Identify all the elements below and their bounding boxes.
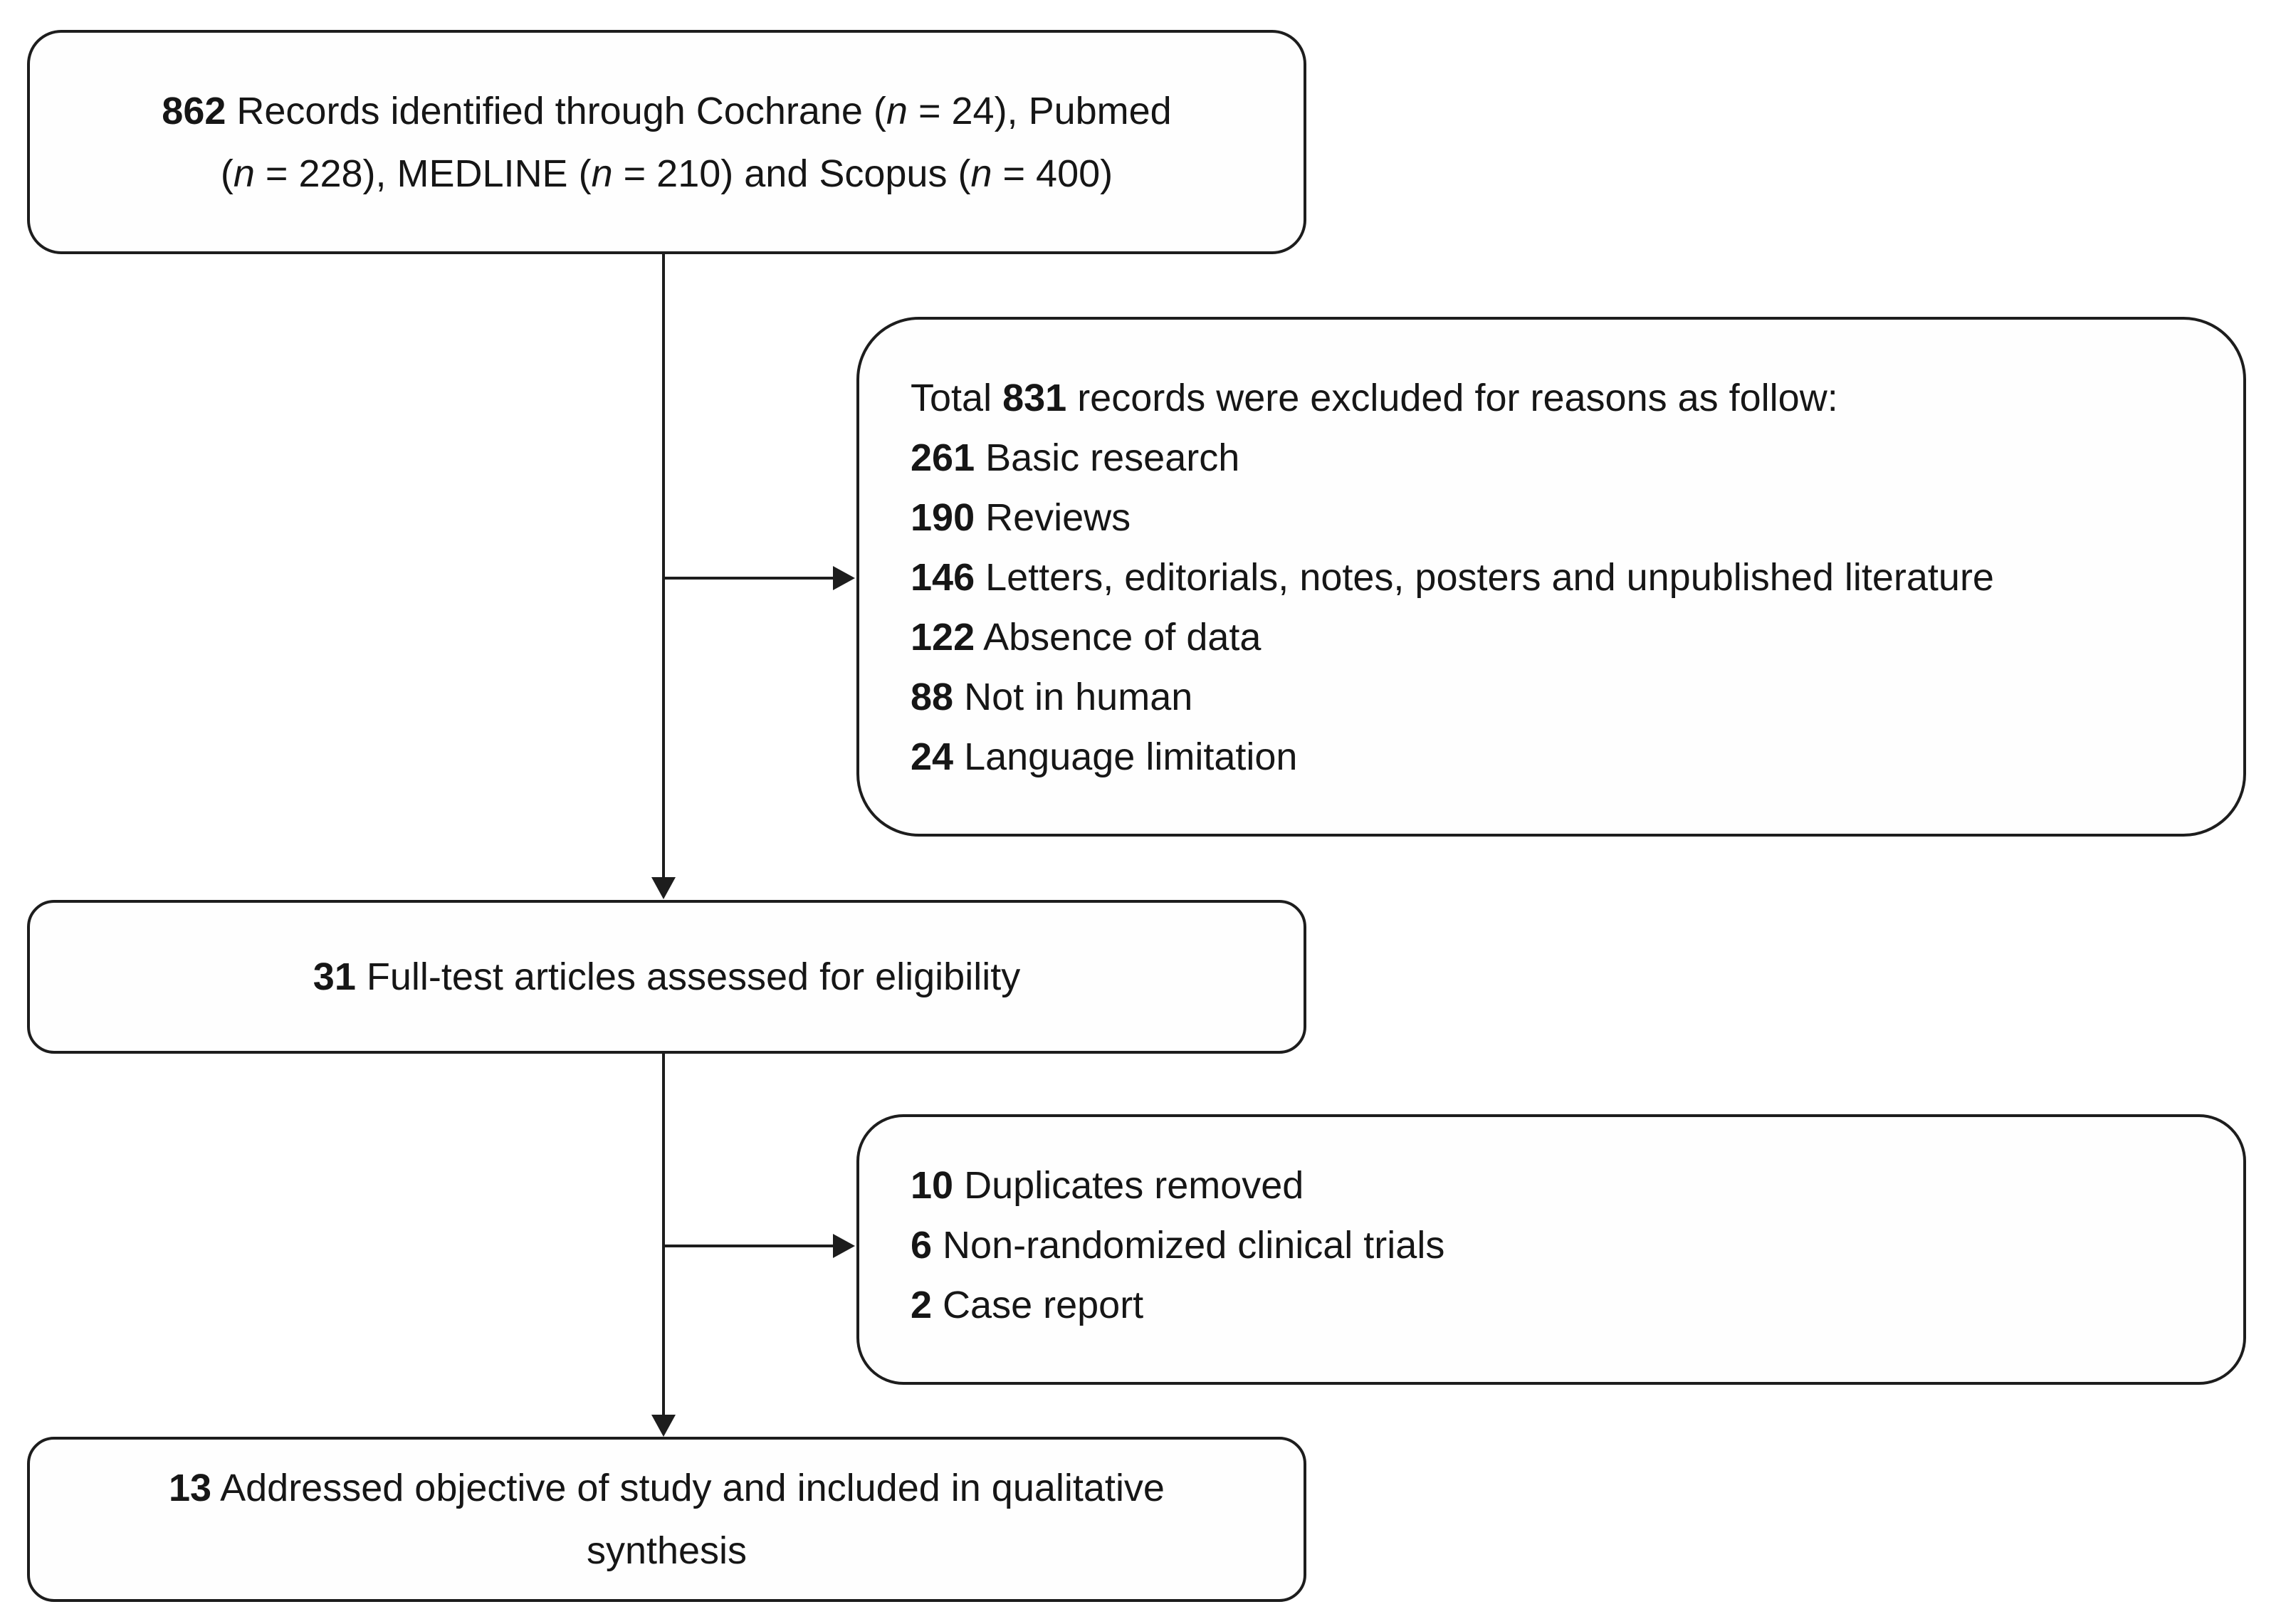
text-segment: synthesis bbox=[586, 1529, 748, 1572]
text-segment: Duplicates removed bbox=[953, 1164, 1304, 1207]
text-segment: Reviews bbox=[975, 496, 1131, 539]
text-segment: records were excluded for reasons as fol… bbox=[1066, 377, 1838, 419]
text-line: 2 Case report bbox=[911, 1275, 2215, 1335]
text-segment: Basic research bbox=[975, 436, 1240, 479]
text-segment: Full-test articles assessed for eligibil… bbox=[355, 955, 1021, 998]
text-segment: Letters, editorials, notes, posters and … bbox=[975, 556, 1994, 599]
text-line: 6 Non-randomized clinical trials bbox=[911, 1215, 2215, 1275]
text-segment: = 210) and Scopus ( bbox=[612, 152, 971, 195]
text-segment: 24 bbox=[911, 735, 954, 778]
text-segment: Non-randomized clinical trials bbox=[932, 1224, 1445, 1267]
text-line: 24 Language limitation bbox=[911, 727, 2215, 787]
text-line: 862 Records identified through Cochrane … bbox=[30, 80, 1304, 142]
text-segment: 13 bbox=[169, 1467, 212, 1509]
text-segment: n bbox=[886, 89, 908, 132]
text-segment: Total bbox=[911, 377, 1003, 419]
text-segment: = 228), MEDLINE ( bbox=[254, 152, 592, 195]
text-segment: Records identified through Cochrane ( bbox=[226, 89, 886, 132]
included-qualitative-box: 13 Addressed objective of study and incl… bbox=[27, 1437, 1306, 1602]
text-segment: = 400) bbox=[992, 152, 1113, 195]
connector-eligibility-to-included bbox=[662, 1054, 665, 1418]
text-segment: Case report bbox=[932, 1284, 1144, 1326]
text-segment: = 24), Pubmed bbox=[907, 89, 1172, 132]
connector-identified-to-eligibility bbox=[662, 254, 665, 881]
text-line: 10 Duplicates removed bbox=[911, 1156, 2215, 1215]
records-identified-box: 862 Records identified through Cochrane … bbox=[27, 30, 1306, 254]
text-segment: 31 bbox=[313, 955, 356, 998]
text-line: 261 Basic research bbox=[911, 428, 2215, 488]
text-segment: n bbox=[970, 152, 992, 195]
text-segment: n bbox=[233, 152, 255, 195]
text-line: 13 Addressed objective of study and incl… bbox=[30, 1457, 1304, 1519]
text-segment: 261 bbox=[911, 436, 975, 479]
arrow-down-icon bbox=[651, 1415, 676, 1437]
text-line: 190 Reviews bbox=[911, 488, 2215, 548]
text-segment: Absence of data bbox=[975, 616, 1262, 659]
text-segment: 6 bbox=[911, 1224, 933, 1267]
text-segment: 2 bbox=[911, 1284, 933, 1326]
text-line: 146 Letters, editorials, notes, posters … bbox=[911, 548, 2215, 607]
connector-branch-to-fulltext-excluded bbox=[664, 1245, 834, 1247]
text-segment: Addressed objective of study and include… bbox=[211, 1467, 1165, 1509]
records-excluded-box: Total 831 records were excluded for reas… bbox=[856, 317, 2246, 837]
text-segment: Not in human bbox=[953, 676, 1193, 718]
arrow-down-icon bbox=[651, 877, 676, 899]
text-segment: 122 bbox=[911, 616, 975, 659]
text-line: Total 831 records were excluded for reas… bbox=[911, 368, 2215, 428]
text-segment: 10 bbox=[911, 1164, 954, 1207]
text-segment: ( bbox=[220, 152, 234, 195]
fulltext-assessed-box: 31 Full-test articles assessed for eligi… bbox=[27, 900, 1306, 1054]
text-segment: 831 bbox=[1002, 377, 1067, 419]
text-segment: 146 bbox=[911, 556, 975, 599]
arrow-right-icon bbox=[833, 566, 855, 590]
text-line: 31 Full-test articles assessed for eligi… bbox=[30, 945, 1304, 1008]
text-line: synthesis bbox=[30, 1519, 1304, 1582]
connector-branch-to-records-excluded bbox=[664, 577, 834, 580]
text-segment: n bbox=[591, 152, 613, 195]
text-line: 122 Absence of data bbox=[911, 607, 2215, 667]
text-line: (n = 228), MEDLINE (n = 210) and Scopus … bbox=[30, 142, 1304, 205]
text-segment: 862 bbox=[162, 89, 226, 132]
text-segment: Language limitation bbox=[953, 735, 1298, 778]
text-segment: 190 bbox=[911, 496, 975, 539]
arrow-right-icon bbox=[833, 1234, 855, 1258]
text-segment: 88 bbox=[911, 676, 954, 718]
text-line: 88 Not in human bbox=[911, 667, 2215, 727]
